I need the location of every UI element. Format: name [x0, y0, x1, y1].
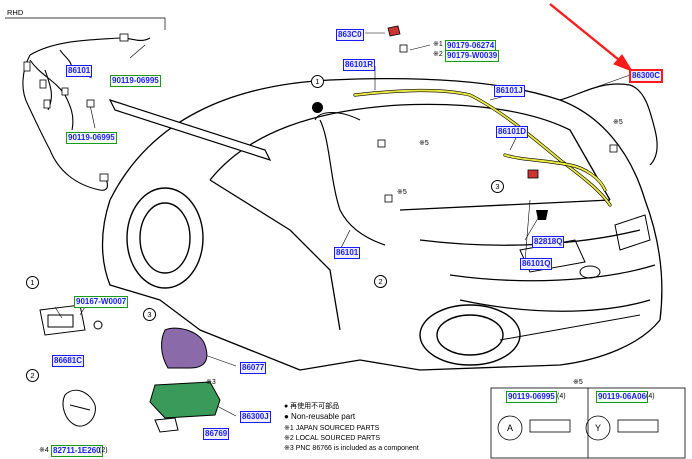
part-86077[interactable]: 86077 [240, 362, 267, 374]
mark-5-c: ※5 [397, 189, 407, 196]
part-82818q[interactable]: 82818Q [532, 236, 565, 248]
inset-2-drawing [62, 389, 96, 427]
part-86101q[interactable]: 86101Q [520, 258, 553, 270]
part-86681c[interactable]: 86681C [52, 355, 85, 367]
bolt-90119-06995-top[interactable]: 90119-06995 [110, 75, 161, 87]
mark-5-b: ※5 [419, 140, 429, 147]
rear-details [499, 214, 651, 341]
inset-1-drawing [39, 304, 103, 336]
roof-harness [353, 88, 612, 207]
antenna-gasket [154, 417, 179, 433]
callout-1-inset: 1 [26, 276, 39, 289]
table-letter-a: A [507, 423, 514, 433]
part-863c0[interactable]: 863C0 [336, 29, 364, 41]
antenna-amp [149, 381, 221, 419]
callout-2-inset: 2 [26, 369, 39, 382]
center-harness-2 [314, 112, 361, 121]
mark-3: ※3 [206, 379, 216, 386]
legend-line-1: ● 再使用不可部品 [284, 403, 340, 410]
part-86769[interactable]: 86769 [203, 428, 230, 440]
callout-2-main[interactable]: 2 [374, 275, 387, 288]
rhd-bracket [5, 17, 166, 30]
rhd-harness-drawing [22, 37, 151, 191]
part-86101-center[interactable]: 86101 [334, 247, 361, 259]
red-arrow [549, 3, 634, 73]
bolt-90119-06a06[interactable]: 90119-06A06 [596, 391, 649, 403]
qty-4-b: (4) [646, 393, 655, 400]
part-86101j[interactable]: 86101J [494, 85, 525, 97]
bolt-90119-06995-table[interactable]: 90119-06995 [506, 391, 557, 403]
bolt-90179-w0039[interactable]: 90179-W0039 [445, 50, 500, 62]
table-letter-y: Y [595, 423, 602, 433]
mark-2-top: ※2 [433, 51, 443, 58]
bolt-90167-w0007[interactable]: 90167-W0007 [74, 296, 129, 308]
mark-4: ※4 [39, 447, 49, 454]
wheels [126, 187, 521, 366]
rhd-label: RHD [7, 8, 24, 17]
mark-1-top: ※1 [433, 41, 443, 48]
mark-5-table: ※5 [573, 379, 583, 386]
clip-82818q [536, 210, 548, 220]
mark-5-a: ※5 [613, 119, 623, 126]
legend-line-3: ※1 JAPAN SOURCED PARTS [284, 425, 380, 432]
qty-2: (2) [99, 447, 108, 454]
connector-86101q [527, 169, 539, 179]
callout-1-main[interactable]: 1 [311, 75, 324, 88]
pillar-strip [108, 98, 272, 162]
legend-line-4: ※2 LOCAL SOURCED PARTS [284, 435, 380, 442]
part-86101d[interactable]: 86101D [496, 126, 529, 138]
bolt-table [490, 387, 686, 459]
part-86300c[interactable]: 86300C [629, 69, 664, 83]
antenna-dome [161, 327, 208, 369]
nut-863c0 [387, 25, 401, 37]
legend-line-5: ※3 PNC 86766 is included as a component [284, 445, 419, 452]
rhd-connectors [23, 33, 129, 182]
grommet-dot [312, 102, 323, 113]
callout-3-inset: 3 [143, 308, 156, 321]
bolt-90119-06995-left[interactable]: 90119-06995 [66, 132, 117, 144]
leader-lines [54, 32, 631, 417]
part-86300j[interactable]: 86300J [240, 411, 271, 423]
part-82711-1e260[interactable]: 82711-1E260 [51, 445, 103, 457]
part-86101-rhd[interactable]: 86101 [66, 65, 93, 77]
qty-4-a: (4) [557, 393, 566, 400]
antenna-cable [559, 83, 658, 166]
center-harness [319, 119, 386, 246]
part-86101r[interactable]: 86101R [343, 59, 376, 71]
bolt-icons [86, 44, 618, 203]
legend-line-2: ● Non-reusable part [284, 412, 356, 421]
callout-3-main[interactable]: 3 [491, 180, 504, 193]
